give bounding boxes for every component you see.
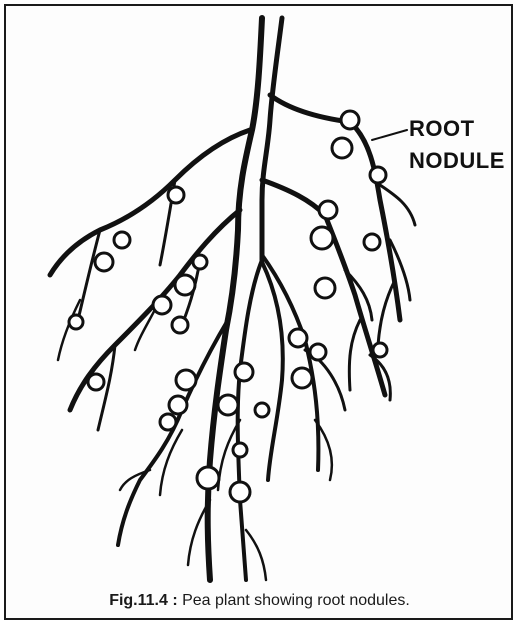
root-nodule [370, 167, 386, 183]
root-nodule [197, 467, 219, 489]
root-nodule [114, 232, 130, 248]
root-nodule-label-line2: NODULE [409, 148, 505, 174]
root-nodule-label-line1: ROOT [409, 116, 475, 142]
root-nodule [69, 315, 83, 329]
left-low-fine-2 [160, 430, 182, 495]
tap-root-right-edge [262, 18, 282, 260]
root-nodule [364, 234, 380, 250]
left-upper-root [50, 130, 250, 275]
root-nodule [255, 403, 269, 417]
root-nodule [160, 414, 176, 430]
root-nodule [289, 329, 307, 347]
root-nodule [193, 255, 207, 269]
root-nodule [373, 343, 387, 357]
root-nodule [176, 370, 196, 390]
root-nodule [341, 111, 359, 129]
figure-caption-text: Pea plant showing root nodules. [178, 592, 410, 609]
label-pointer-line [372, 130, 407, 140]
root-nodule [230, 482, 250, 502]
root-nodule [233, 443, 247, 457]
right-mid-fine-2 [349, 320, 360, 390]
root-nodule [332, 138, 352, 158]
root-nodule [169, 396, 187, 414]
root-nodule [175, 275, 195, 295]
root-nodule [172, 317, 188, 333]
root-nodule [88, 374, 104, 390]
figure-caption: Fig.11.4 : Pea plant showing root nodule… [0, 592, 519, 610]
figure-number: Fig.11.4 : [109, 592, 177, 609]
root-nodule [319, 201, 337, 219]
center-root-b [262, 262, 283, 480]
center-root-a [238, 260, 262, 580]
center-fine-3 [246, 530, 266, 580]
root-nodule [168, 187, 184, 203]
root-nodule [235, 363, 253, 381]
root-nodule [95, 253, 113, 271]
root-nodule [315, 278, 335, 298]
root-nodule [310, 344, 326, 360]
root-nodule [292, 368, 312, 388]
root-nodule [311, 227, 333, 249]
right-fine-root-3 [378, 280, 395, 345]
root-nodule [153, 296, 171, 314]
root-nodule [218, 395, 238, 415]
